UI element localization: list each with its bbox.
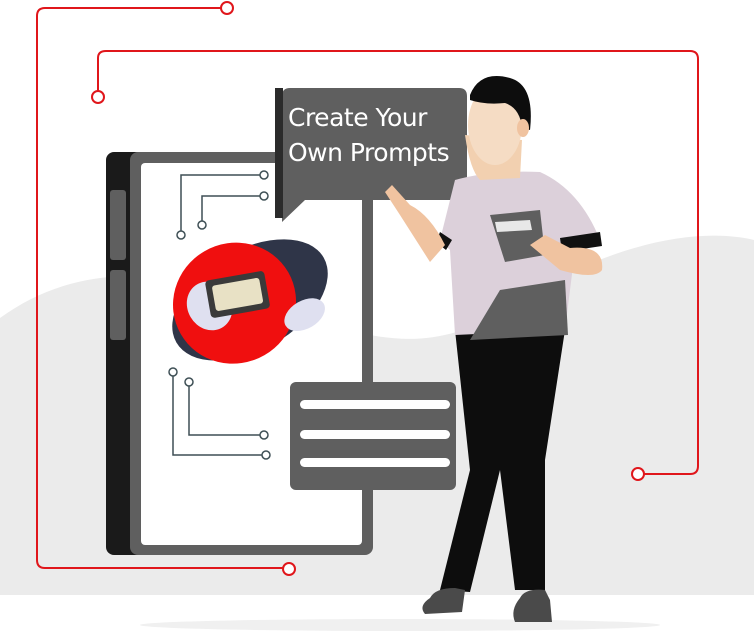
- face: [468, 85, 522, 165]
- speech-bubble: [282, 88, 467, 222]
- person: [385, 76, 603, 622]
- circuit-lines-red: [36, 1, 699, 576]
- floor-shadow: [140, 619, 660, 631]
- bubble-line-1: Create Your: [288, 103, 427, 132]
- bubble-line-2: Own Prompts: [288, 138, 450, 167]
- phone-side-button: [110, 190, 126, 260]
- robot-head: [172, 239, 328, 364]
- speech-bubble-text: Create Your Own Prompts: [288, 100, 468, 170]
- message-card: [290, 382, 456, 490]
- circuit-lines-screen: [168, 170, 271, 460]
- phone-side-button: [110, 270, 126, 340]
